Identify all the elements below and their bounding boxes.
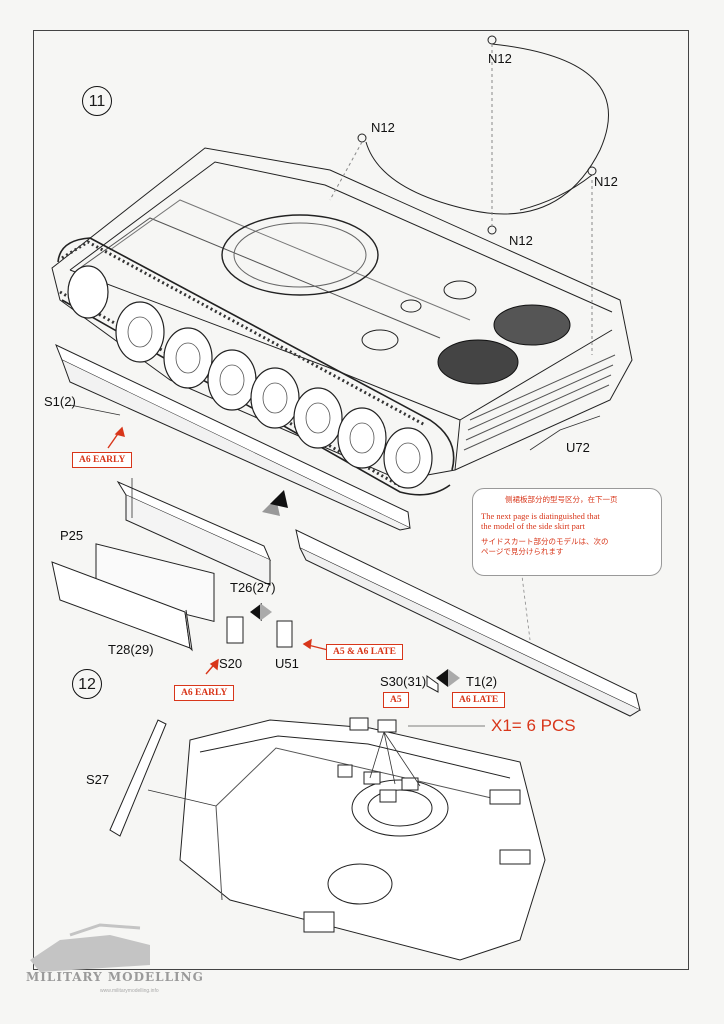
road-wheels bbox=[67, 265, 433, 489]
side-skirt-note: 侧裙板部分的型号区分，在下一页 The next page is diating… bbox=[472, 488, 662, 576]
part-s27 bbox=[109, 719, 167, 837]
engine-grill-1 bbox=[493, 304, 571, 346]
turret-shell bbox=[179, 719, 546, 961]
note-line-cn: 侧裙板部分的型号区分，在下一页 bbox=[505, 495, 618, 504]
label-s27: S27 bbox=[86, 772, 110, 787]
step-12-marker: 12 bbox=[72, 669, 102, 699]
track-bottom bbox=[61, 299, 451, 496]
turret-ring bbox=[221, 214, 379, 296]
label-t1: T1(2) bbox=[466, 674, 498, 689]
tag-a6-early-step11: A6 EARLY bbox=[72, 452, 133, 468]
track-top bbox=[57, 237, 455, 471]
label-n12-left: N12 bbox=[371, 120, 395, 135]
label-n12-mid: N12 bbox=[509, 233, 533, 248]
tow-cable bbox=[365, 43, 609, 215]
label-s1: S1(2) bbox=[44, 394, 76, 409]
engine-grill-2 bbox=[437, 339, 519, 385]
label-t26: T26(27) bbox=[230, 580, 276, 595]
step-11-marker: 11 bbox=[82, 86, 112, 116]
hull-deck-edge bbox=[69, 161, 613, 313]
label-n12-top: N12 bbox=[488, 51, 512, 66]
part-s30 bbox=[426, 675, 439, 693]
tag-a5: A5 bbox=[383, 692, 409, 708]
label-p25: P25 bbox=[60, 528, 84, 543]
swap-arrows bbox=[250, 490, 460, 687]
watermark-logo bbox=[30, 923, 150, 972]
note-line-jp-2: ページで見分けられます bbox=[481, 547, 564, 556]
label-t28: T28(29) bbox=[108, 642, 154, 657]
tag-a5-a6-late: A5 & A6 LATE bbox=[326, 644, 403, 660]
page-border bbox=[33, 30, 689, 970]
label-s20: S20 bbox=[219, 656, 243, 671]
tag-a6-early-step12: A6 EARLY bbox=[174, 685, 235, 701]
label-s30: S30(31) bbox=[380, 674, 427, 689]
label-u51: U51 bbox=[275, 656, 299, 671]
quantity-callout: X1= 6 PCS bbox=[491, 716, 576, 735]
watermark-url: www.militarymodelling.info bbox=[100, 988, 159, 994]
label-n12-right: N12 bbox=[594, 174, 618, 189]
note-line-jp-1: サイドスカート部分のモデルは、次の bbox=[481, 537, 609, 546]
label-u72: U72 bbox=[566, 440, 590, 455]
part-u51 bbox=[276, 620, 293, 648]
part-s20 bbox=[226, 616, 244, 644]
watermark-title: MILITARY MODELLING bbox=[26, 970, 204, 984]
note-line-en-1: The next page is diatinguished that bbox=[481, 511, 600, 521]
note-line-en-2: the model of the side skirt part bbox=[481, 521, 585, 531]
tag-a6-late: A6 LATE bbox=[452, 692, 506, 708]
